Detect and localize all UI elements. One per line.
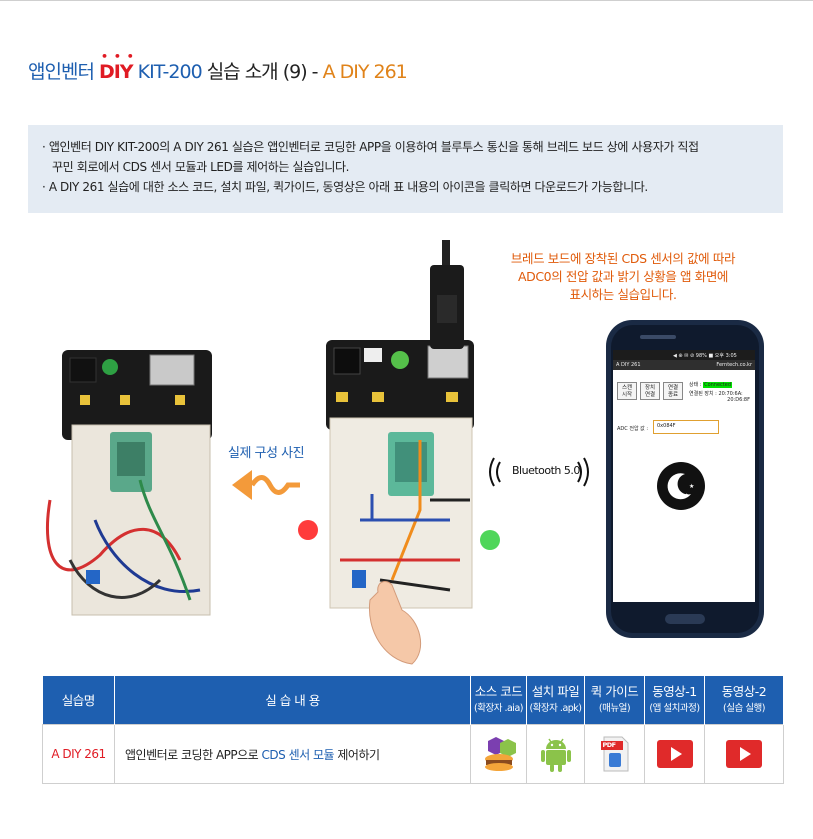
bluetooth-label: Bluetooth 5.0 bbox=[512, 464, 580, 477]
video2-cell bbox=[704, 724, 784, 784]
guide-download-cell: PDF bbox=[584, 724, 645, 784]
real-breadboard-photo bbox=[45, 350, 212, 616]
svg-text:★: ★ bbox=[685, 492, 689, 497]
title-kit: KIT-200 bbox=[132, 61, 207, 83]
title-app-inventor: 앱인벤터 bbox=[28, 61, 99, 83]
header-content: 실 습 내 용 bbox=[114, 676, 471, 725]
header-guide: 퀵 가이드(매뉴얼) bbox=[584, 676, 645, 725]
connected-badge: Connected bbox=[703, 382, 733, 388]
caption-line-1: 브레드 보드에 장착된 CDS 센서의 값에 따라 bbox=[510, 251, 736, 266]
table-header-row: 실습명 실 습 내 용 소스 코드(확장자 .aia) 설치 파일(확장자 .a… bbox=[42, 676, 784, 725]
page-title: 앱인벤터 • • •DIY KIT-200 실습 소개 (9) - A DIY … bbox=[28, 50, 408, 84]
status-bar: ◀ ⊕ ✉ ⊘ 98% ■ 오후 3:05 bbox=[673, 353, 737, 359]
row-name: A DIY 261 bbox=[42, 724, 115, 784]
photo-arrow bbox=[232, 470, 300, 500]
youtube-play-icon[interactable] bbox=[654, 733, 696, 775]
real-photo-label: 실제 구성 사진 bbox=[228, 446, 305, 461]
title-diy-text: DIY bbox=[98, 61, 134, 83]
connection-state: 상태 : Connected bbox=[689, 382, 733, 388]
header-source: 소스 코드(확장자 .aia) bbox=[470, 676, 527, 725]
title-diy: • • •DIY bbox=[98, 50, 134, 83]
title-intro: 실습 소개 (9) - bbox=[206, 61, 323, 83]
bluetooth-waves bbox=[489, 457, 589, 487]
experiment-caption: 브레드 보드에 장착된 CDS 센서의 값에 따라 ADC0의 전압 값과 밝기… bbox=[478, 250, 768, 304]
title-dots: • • • bbox=[100, 50, 135, 63]
source-download-cell bbox=[470, 724, 527, 784]
schematic-breadboard bbox=[298, 240, 500, 665]
connected-device: 연결된 장치 : 20:70:6A: bbox=[689, 391, 743, 397]
top-divider bbox=[0, 0, 813, 1]
apk-download-cell bbox=[526, 724, 585, 784]
app-title: A DIY 261 bbox=[616, 362, 641, 368]
android-apk-icon[interactable] bbox=[535, 733, 577, 775]
header-video1: 동영상-1(앱 설치과정) bbox=[644, 676, 705, 725]
phone-screen: ◀ ⊕ ✉ ⊘ 98% ■ 오후 3:05 A DIY 261 Ferntech… bbox=[613, 350, 755, 602]
moon-icon: ★ ★ bbox=[657, 462, 705, 510]
connected-device-2: 20:D6:8F bbox=[727, 397, 750, 403]
info-box: · 앱인벤터 DIY KIT-200의 A DIY 261 실습은 앱인벤터로 … bbox=[28, 125, 783, 213]
experiment-table: 실습명 실 습 내 용 소스 코드(확장자 .aia) 설치 파일(확장자 .a… bbox=[42, 676, 784, 784]
svg-text:★: ★ bbox=[689, 483, 694, 490]
header-install: 설치 파일(확장자 .apk) bbox=[526, 676, 585, 725]
video1-cell bbox=[644, 724, 705, 784]
row-description: 앱인벤터로 코딩한 APP으로 CDS 센서 모듈 제어하기 bbox=[114, 724, 471, 784]
info-line-2: 꾸민 회로에서 CDS 센서 모듈과 LED를 제어하는 실습입니다. bbox=[52, 160, 350, 174]
pdf-icon[interactable]: PDF bbox=[594, 733, 636, 775]
pdf-badge-text: PDF bbox=[602, 741, 617, 749]
table-row: A DIY 261 앱인벤터로 코딩한 APP으로 CDS 센서 모듈 제어하기 bbox=[42, 724, 784, 784]
info-line-1: · 앱인벤터 DIY KIT-200의 A DIY 261 실습은 앱인벤터로 … bbox=[42, 140, 699, 154]
youtube-play-icon[interactable] bbox=[723, 733, 765, 775]
caption-line-3: 표시하는 실습입니다. bbox=[569, 287, 677, 302]
title-diy-number: A DIY 261 bbox=[322, 61, 408, 83]
header-name: 실습명 bbox=[42, 676, 115, 725]
appinventor-source-icon[interactable] bbox=[478, 733, 520, 775]
header-video2: 동영상-2(실습 실행) bbox=[704, 676, 784, 725]
adc-label: ADC 전압 값 : bbox=[617, 426, 649, 432]
adc-value-field[interactable]: 0x084F bbox=[653, 420, 719, 434]
info-line-3: · A DIY 261 실습에 대한 소스 코드, 설치 파일, 퀵가이드, 동… bbox=[42, 180, 648, 194]
app-brand: Ferntech.co.kr bbox=[716, 362, 752, 368]
caption-line-2: ADC0의 전압 값과 밝기 상황을 앱 화면에 bbox=[517, 269, 729, 284]
